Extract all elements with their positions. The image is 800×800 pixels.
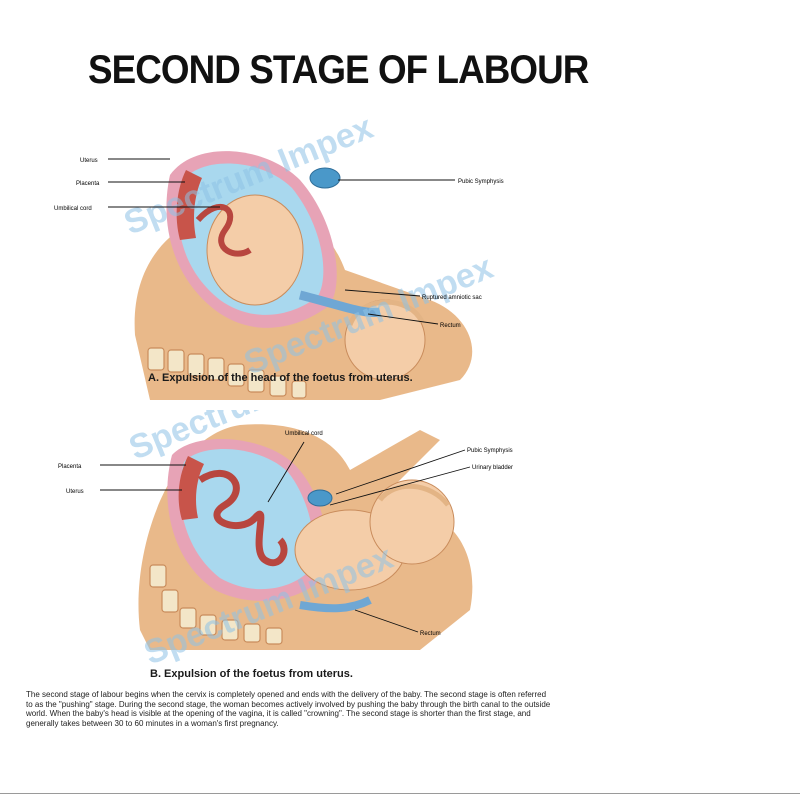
leader-lines-b xyxy=(100,441,471,633)
label-umbilical-cord-a: Umbilical cord xyxy=(54,206,92,212)
label-ruptured-amniotic-sac-a: Ruptured amniotic sac xyxy=(422,295,482,301)
label-urinary-bladder-b: Urinary bladder xyxy=(472,465,513,471)
label-rectum-a: Rectum xyxy=(440,323,461,329)
diagram-panel-a: Spectrum Impex Spectrum Impex Uterus Pla… xyxy=(0,100,560,400)
description-text: The second stage of labour begins when t… xyxy=(26,690,551,728)
label-uterus-b: Uterus xyxy=(66,489,84,495)
foetus-head-b xyxy=(369,479,455,565)
label-uterus-a: Uterus xyxy=(80,158,98,164)
illustration-b: Spectrum Impex Spectrum Impex Umbilical … xyxy=(58,333,513,672)
umbilical-cord-a xyxy=(195,203,252,257)
diagram-panel-b: Spectrum Impex Spectrum Impex Umbilical … xyxy=(0,333,560,695)
rectum-b xyxy=(299,596,372,613)
caption-a: A. Expulsion of the head of the foetus f… xyxy=(148,372,413,384)
label-placenta-a: Placenta xyxy=(76,181,100,187)
pubic-symphysis-a xyxy=(309,167,341,189)
label-pubic-symphysis-b: Pubic Symphysis xyxy=(467,448,513,454)
caption-b: B. Expulsion of the foetus from uterus. xyxy=(150,668,353,680)
rectum-a xyxy=(298,290,381,318)
spine-a xyxy=(147,347,307,399)
umbilical-cord-b xyxy=(198,469,288,566)
placenta-b xyxy=(178,456,204,520)
illustration-a: Spectrum Impex Spectrum Impex Uterus Pla… xyxy=(54,108,504,400)
label-pubic-symphysis-a: Pubic Symphysis xyxy=(458,179,504,185)
page-title: SECOND STAGE OF LABOUR xyxy=(88,48,589,92)
foetus-hair-b xyxy=(378,483,450,507)
label-umbilical-cord-b: Umbilical cord xyxy=(285,431,323,437)
leader-lines-a xyxy=(108,158,455,325)
foetus-body-a xyxy=(206,194,304,306)
bottom-divider xyxy=(0,793,800,794)
label-placenta-b: Placenta xyxy=(58,464,82,470)
label-rectum-b: Rectum xyxy=(420,631,441,637)
pubic-symphysis-b xyxy=(307,489,333,507)
placenta-a xyxy=(176,170,202,240)
foetus-hair-a xyxy=(347,299,425,327)
spine-b xyxy=(149,564,283,645)
